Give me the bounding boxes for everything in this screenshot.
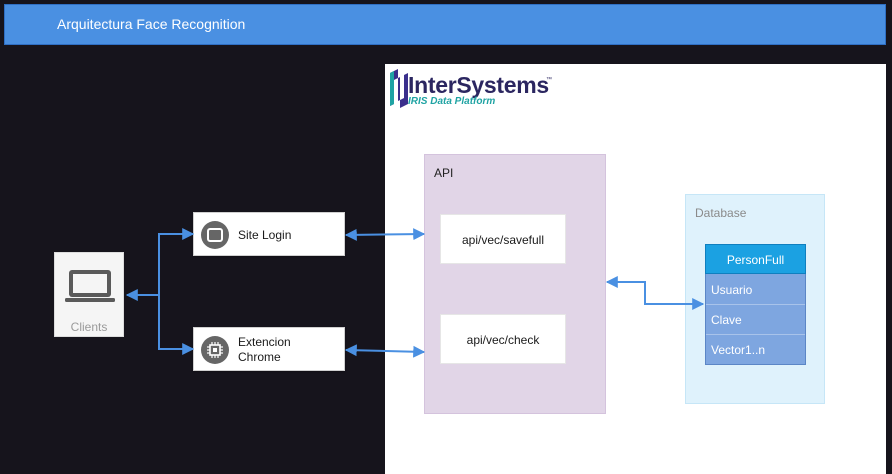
edge-api-database xyxy=(605,276,705,310)
clients-label: Clients xyxy=(70,320,108,334)
logo-wordmark: InterSystems xyxy=(408,72,549,98)
database-label: Database xyxy=(695,206,747,220)
edge-extension-check xyxy=(344,344,426,358)
endpoint-savefull[interactable] xyxy=(440,214,566,264)
row-divider xyxy=(706,304,805,305)
extension-chrome-node[interactable] xyxy=(193,327,345,371)
api-container[interactable] xyxy=(424,154,606,414)
edge-clients-site-login xyxy=(125,228,195,301)
field-clave[interactable]: Clave xyxy=(711,313,742,327)
title-bar xyxy=(4,4,886,45)
site-login-label: Site Login xyxy=(238,228,292,242)
browser-window-icon xyxy=(201,221,229,249)
intersystems-logo xyxy=(390,69,408,108)
edge-site-login-savefull xyxy=(344,228,426,241)
field-usuario[interactable]: Usuario xyxy=(711,283,753,297)
table-name: PersonFull xyxy=(726,253,785,267)
table-header[interactable] xyxy=(705,244,806,274)
laptop-icon xyxy=(65,270,115,302)
endpoint-savefull-label: api/vec/savefull xyxy=(461,233,545,247)
api-label: API xyxy=(434,166,454,180)
logo-subtitle: IRIS Data Platform xyxy=(408,96,496,107)
endpoint-check-label: api/vec/check xyxy=(466,333,540,347)
site-login-node[interactable] xyxy=(193,212,345,256)
extension-chrome-label: Extencion Chrome xyxy=(238,335,291,364)
row-divider xyxy=(706,334,805,335)
chip-icon xyxy=(201,336,229,364)
diagram-title: Arquitectura Face Recognition xyxy=(57,16,246,32)
field-vector[interactable]: Vector1..n xyxy=(711,343,766,357)
logo-trademark: ™ xyxy=(546,77,552,83)
endpoint-check[interactable] xyxy=(440,314,566,364)
edge-clients-extension xyxy=(158,295,195,355)
logo-mark-icon xyxy=(390,69,408,108)
